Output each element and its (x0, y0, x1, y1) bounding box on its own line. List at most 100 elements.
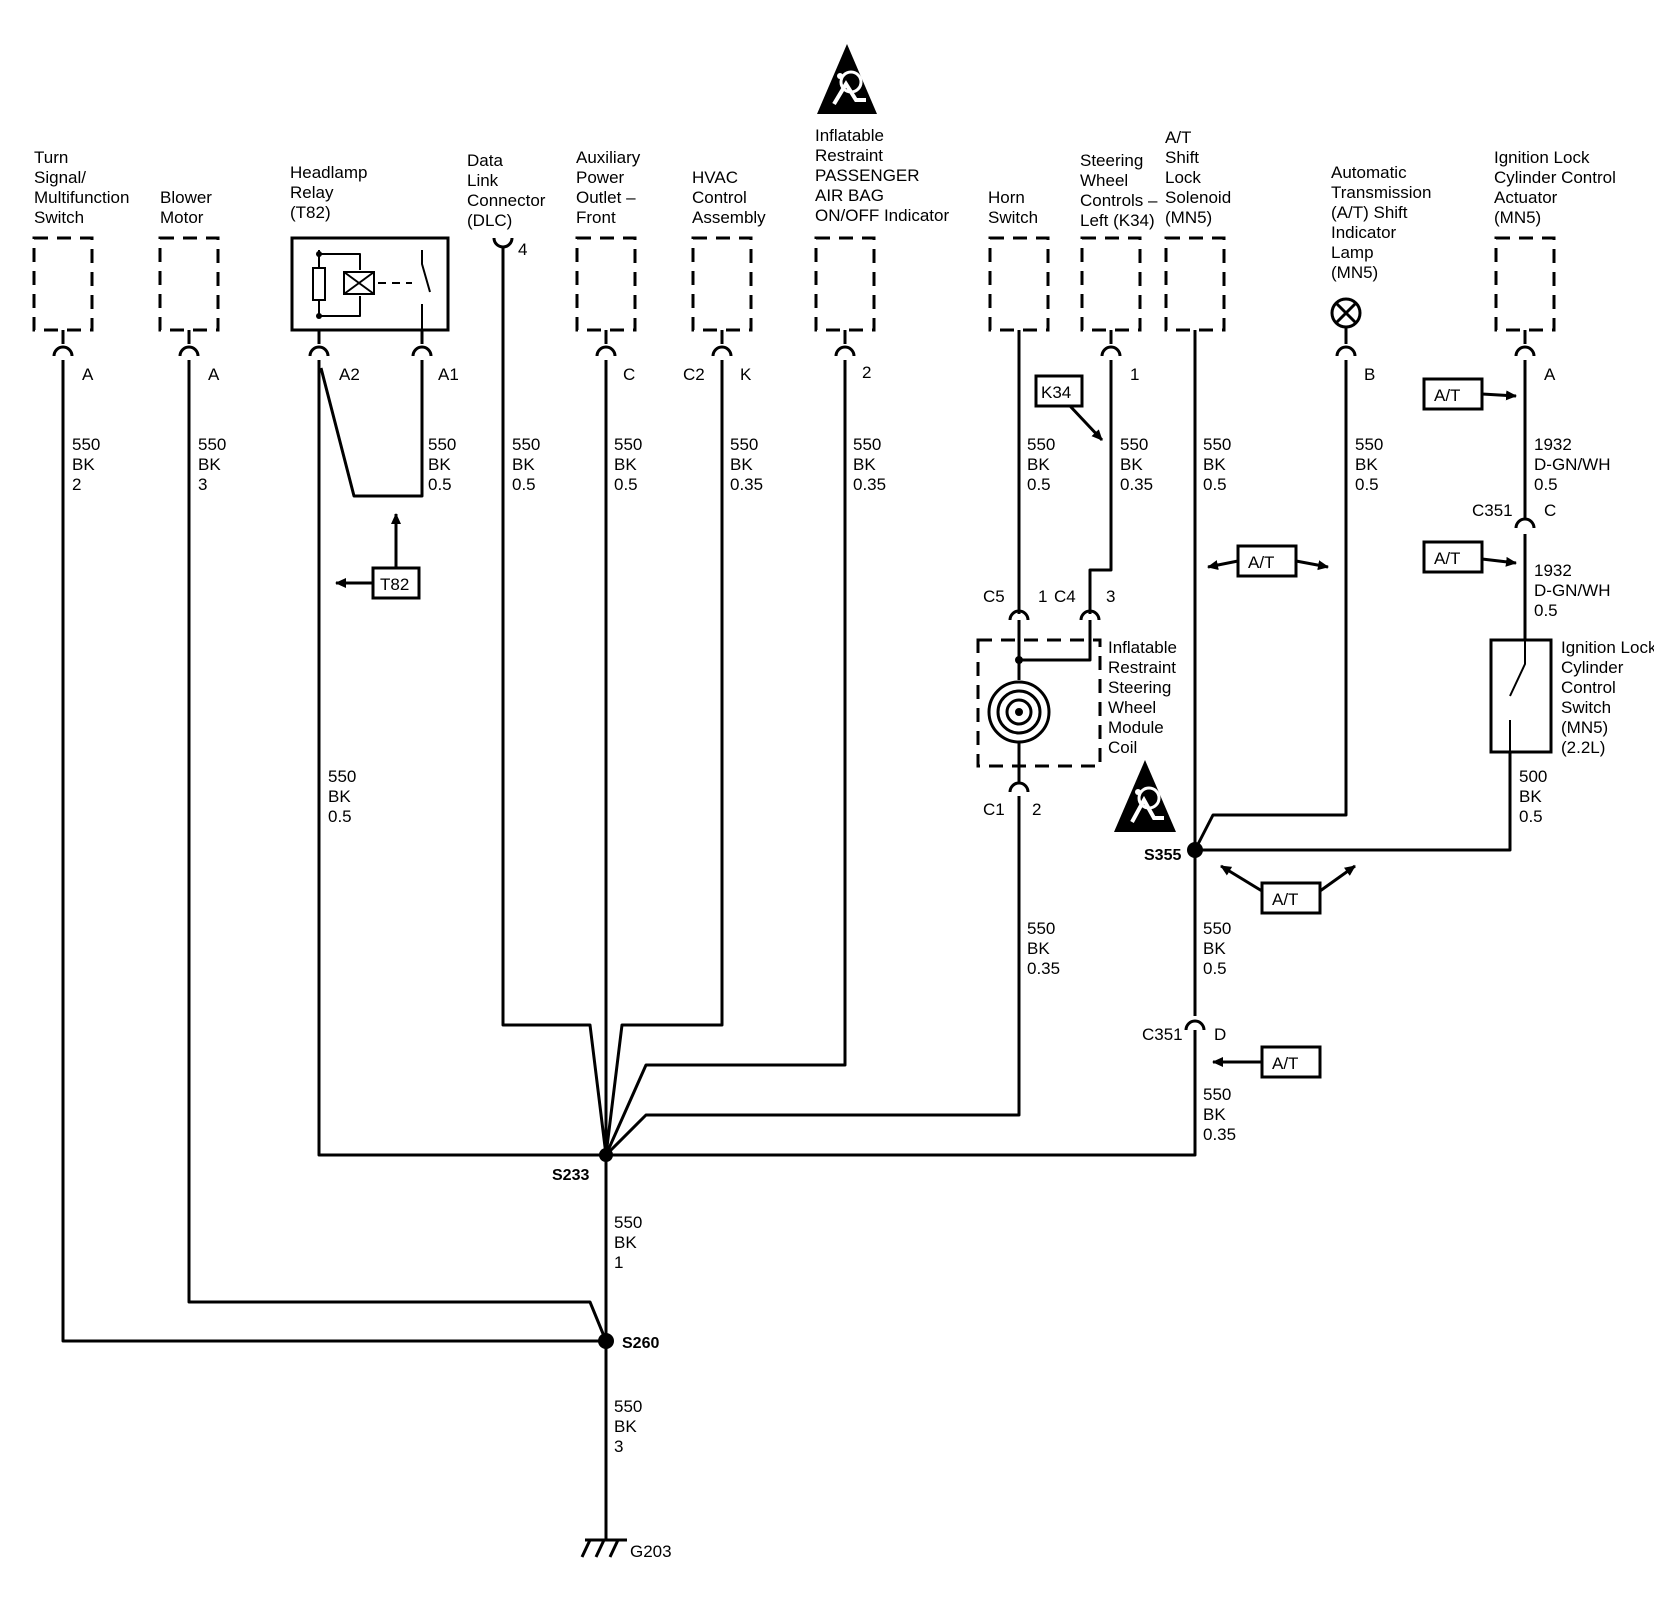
splice-label: S260 (622, 1335, 659, 1352)
at-tag: A/T (1220, 864, 1356, 915)
connector-label: C1 (983, 800, 1005, 819)
t82-tag: T82 (335, 513, 421, 600)
connector-label: C4 (1054, 587, 1076, 606)
svg-text:T82: T82 (380, 575, 409, 594)
splice-label: S355 (1144, 847, 1181, 864)
aux-power-outlet-box (575, 236, 637, 332)
turn-signal-switch-label: Turn Signal/ Multifunction Switch (34, 148, 134, 227)
airbag-indicator-label: Inflatable Restraint PASSENGER AIR BAG O… (815, 126, 949, 225)
pin-label: 2 (862, 363, 871, 382)
steering-wheel-module-coil (976, 620, 1102, 782)
steering-controls-box (1080, 236, 1142, 332)
dlc-label: Data Link Connector (DLC) (467, 151, 550, 230)
wire-label: 550 BK 0.5 (512, 435, 545, 494)
svg-text:A/T: A/T (1272, 1054, 1298, 1073)
k34-tag: K34 (1034, 374, 1104, 442)
connector-pins (52, 237, 1536, 357)
pin-label: A1 (438, 365, 459, 384)
at-tag: A/T (1422, 540, 1517, 574)
wires (61, 247, 1527, 1540)
at-tag: A/T (1212, 1045, 1322, 1079)
horn-switch-label: Horn Switch (988, 188, 1038, 227)
ground-label: G203 (630, 1542, 672, 1561)
hvac-control-label: HVAC Control Assembly (692, 168, 766, 227)
ignition-lock-switch-label: Ignition Lock Cylinder Control Switch (M… (1561, 638, 1654, 757)
wire-label: 550 BK 0.35 (1203, 1085, 1236, 1144)
pin-label: 4 (518, 240, 527, 259)
ignition-lock-actuator-label: Ignition Lock Cylinder Control Actuator … (1494, 148, 1621, 227)
steering-coil-label: Inflatable Restraint Steering Wheel Modu… (1108, 638, 1182, 757)
shift-lock-solenoid-box (1164, 236, 1226, 332)
pin-label: A (208, 365, 220, 384)
wire-label: 550 BK 0.5 (614, 435, 647, 494)
wire-label: 550 BK 0.5 (328, 767, 361, 826)
relay-icon (312, 250, 431, 330)
splice-s260 (598, 1333, 614, 1349)
lamp-icon (1330, 297, 1362, 329)
pin-label: B (1364, 365, 1375, 384)
pin-label: 1 (1038, 587, 1047, 606)
at-tag: A/T (1422, 377, 1517, 411)
wire-label: 550 BK 0.35 (853, 435, 886, 494)
pin-label: 3 (1106, 587, 1115, 606)
wire-label: 500 BK 0.5 (1519, 767, 1552, 826)
c351-lower-connector (1184, 1019, 1206, 1031)
at-indicator-lamp-label: Automatic Transmission (A/T) Shift Indic… (1331, 163, 1436, 282)
connector-label: C5 (983, 587, 1005, 606)
wire-label: 550 BK 0.5 (1355, 435, 1388, 494)
svg-text:A/T: A/T (1248, 553, 1274, 572)
svg-text:K34: K34 (1041, 383, 1071, 402)
wire-label: 550 BK 2 (72, 435, 105, 494)
pin-label: 2 (1032, 800, 1041, 819)
wire-label: 550 BK 0.5 (428, 435, 461, 494)
connector-label: C351 (1472, 501, 1513, 520)
wire-label: 550 BK 3 (198, 435, 231, 494)
hvac-control-box (691, 236, 753, 332)
pin-label: A (82, 365, 94, 384)
wire-label: 550 BK 1 (614, 1213, 647, 1272)
ignition-lock-actuator-box (1494, 236, 1556, 332)
headlamp-relay-label: Headlamp Relay (T82) (290, 163, 372, 222)
c351-upper-connector (1514, 517, 1536, 529)
airbag-warning-icon (1114, 760, 1176, 832)
wire-label: 1932 D-GN/WH 0.5 (1534, 561, 1615, 620)
at-tag: A/T (1207, 544, 1329, 578)
blower-motor-box (158, 236, 220, 332)
pin-label: K (740, 365, 752, 384)
pin-label: C (1544, 501, 1556, 520)
steering-controls-label: Steering Wheel Controls – Left (K34) (1080, 151, 1162, 230)
wire-label: 550 BK 0.35 (1120, 435, 1153, 494)
wire-label: 550 BK 0.5 (1203, 435, 1236, 494)
splice-s233 (599, 1148, 613, 1162)
pin-label: C (623, 365, 635, 384)
ignition-lock-switch (1489, 638, 1553, 754)
shift-lock-solenoid-label: A/T Shift Lock Solenoid (MN5) (1165, 128, 1236, 227)
pin-label: 1 (1130, 365, 1139, 384)
pin-label: C2 (683, 365, 705, 384)
splice-label: S233 (552, 1167, 589, 1184)
wire-label: 550 BK 0.5 (1203, 919, 1236, 978)
splice-s355 (1187, 842, 1203, 858)
blower-motor-label: Blower Motor (160, 188, 217, 227)
wire-label: 1932 D-GN/WH 0.5 (1534, 435, 1615, 494)
wire-label: 550 BK 0.35 (1027, 919, 1060, 978)
connector-label: C351 (1142, 1025, 1183, 1044)
coil-connectors (1008, 606, 1101, 793)
pin-label: A2 (339, 365, 360, 384)
airbag-warning-icon (817, 44, 877, 114)
airbag-indicator-box (814, 236, 876, 332)
clockspring-icon (987, 680, 1051, 744)
svg-text:A/T: A/T (1434, 386, 1460, 405)
wire-label: 550 BK 0.35 (730, 435, 763, 494)
turn-signal-switch-box (32, 236, 94, 332)
svg-text:A/T: A/T (1434, 549, 1460, 568)
pin-label: A (1544, 365, 1556, 384)
wire-label: 550 BK 3 (614, 1397, 647, 1456)
wire-label: 550 BK 0.5 (1027, 435, 1060, 494)
ground-icon (580, 1538, 627, 1558)
svg-text:A/T: A/T (1272, 890, 1298, 909)
headlamp-relay (290, 236, 450, 332)
pin-label: D (1214, 1025, 1226, 1044)
aux-power-outlet-label: Auxiliary Power Outlet – Front (576, 148, 645, 227)
